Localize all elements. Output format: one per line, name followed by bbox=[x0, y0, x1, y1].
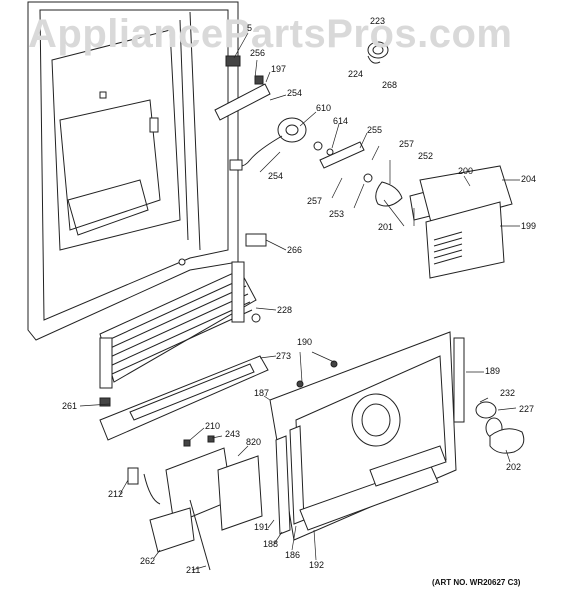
side-strips bbox=[275, 425, 305, 535]
callout-253: 253 bbox=[329, 209, 345, 219]
callout-256: 256 bbox=[250, 48, 266, 58]
callout-224: 224 bbox=[348, 69, 364, 79]
callout-188: 188 bbox=[263, 539, 279, 549]
callout-610: 610 bbox=[316, 103, 332, 113]
callout-202: 202 bbox=[506, 462, 522, 472]
callout-197: 197 bbox=[271, 64, 287, 74]
fan-blade-and-shroud bbox=[363, 165, 513, 279]
callout-257-top: 257 bbox=[399, 139, 415, 149]
light-housing bbox=[475, 401, 525, 454]
callout-614: 614 bbox=[333, 116, 349, 126]
callout-186: 186 bbox=[285, 550, 301, 560]
cabinet-liner bbox=[27, 1, 239, 341]
callout-5: 5 bbox=[247, 23, 253, 33]
callout-266: 266 bbox=[287, 245, 303, 255]
part-5-clip bbox=[225, 55, 241, 67]
callout-255: 255 bbox=[367, 125, 383, 135]
fan-motor-assembly bbox=[214, 75, 365, 171]
callout-254-bottom: 254 bbox=[268, 171, 284, 181]
leader-lines bbox=[79, 32, 520, 571]
cover-192 bbox=[299, 445, 447, 531]
art-number: (ART NO. WR20627 C3) bbox=[432, 578, 521, 587]
icemaker-820 bbox=[165, 435, 263, 571]
callout-191: 191 bbox=[254, 522, 270, 532]
callout-204: 204 bbox=[521, 174, 537, 184]
callout-189: 189 bbox=[485, 366, 501, 376]
callout-232: 232 bbox=[500, 388, 516, 398]
callout-187: 187 bbox=[254, 388, 270, 398]
callout-273: 273 bbox=[276, 351, 292, 361]
drain-pan-273 bbox=[99, 355, 269, 441]
callout-268: 268 bbox=[382, 80, 398, 90]
callout-201: 201 bbox=[378, 222, 394, 232]
callout-243: 243 bbox=[225, 429, 241, 439]
callout-227: 227 bbox=[519, 404, 535, 414]
callout-252: 252 bbox=[418, 151, 434, 161]
callout-200: 200 bbox=[458, 166, 474, 176]
callout-210: 210 bbox=[205, 421, 221, 431]
strip-189 bbox=[453, 337, 465, 423]
callout-211: 211 bbox=[186, 565, 201, 575]
callout-199: 199 bbox=[521, 221, 537, 231]
callout-192: 192 bbox=[309, 560, 325, 570]
evaporator-228 bbox=[99, 261, 261, 389]
part-223-light-socket bbox=[367, 41, 389, 64]
callout-257-bottom: 257 bbox=[307, 196, 323, 206]
ice-bucket-parts bbox=[127, 467, 195, 553]
callout-190: 190 bbox=[297, 337, 313, 347]
callout-262: 262 bbox=[140, 556, 156, 566]
callout-228: 228 bbox=[277, 305, 293, 315]
callout-820: 820 bbox=[246, 437, 262, 447]
callout-261: 261 bbox=[62, 401, 78, 411]
part-266-block bbox=[245, 233, 267, 247]
callout-212: 212 bbox=[108, 489, 124, 499]
callout-254-top: 254 bbox=[287, 88, 303, 98]
callout-223: 223 bbox=[370, 16, 386, 26]
